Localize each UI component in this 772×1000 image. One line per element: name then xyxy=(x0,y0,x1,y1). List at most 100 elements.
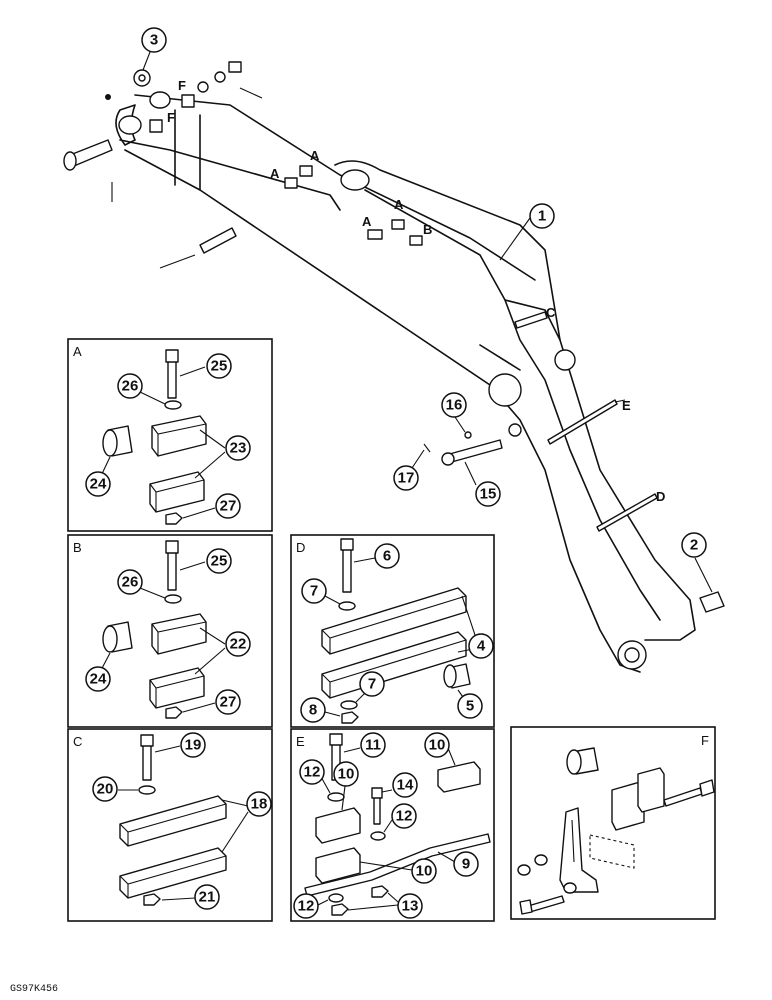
long-block-d-upper-edge xyxy=(321,595,467,654)
leader-d7a xyxy=(324,595,341,605)
clamp-block-lower-b-edge xyxy=(149,675,205,708)
leader-e10c xyxy=(359,861,413,871)
arm-pivot-eye xyxy=(340,169,370,191)
nut-13b xyxy=(371,885,389,898)
clamp-block-upper xyxy=(151,415,207,457)
leader-e9 xyxy=(437,851,456,863)
figure-code: GS97K456 xyxy=(10,984,58,995)
washer-12c xyxy=(328,893,344,903)
leader-2 xyxy=(694,557,713,593)
panel-c-label: C xyxy=(73,734,82,749)
leader-e12b xyxy=(383,819,393,833)
callout-d7b: 7 xyxy=(368,676,376,693)
long-block-upper xyxy=(119,795,227,847)
callout-c21-circle xyxy=(194,884,220,910)
leader-c18 xyxy=(221,799,249,853)
leader-b22 xyxy=(194,627,226,675)
boom-pivot-eye xyxy=(554,349,576,371)
callout-a24: 24 xyxy=(90,476,107,493)
clamp-block-upper-b xyxy=(151,613,207,655)
callout-d7a: 7 xyxy=(310,583,318,600)
callout-d7b-circle xyxy=(359,671,385,697)
leader-a26 xyxy=(139,391,166,405)
washer-3-hole xyxy=(138,74,146,82)
callout-e13-circle xyxy=(397,893,423,919)
leader-17 xyxy=(411,449,425,469)
callout-e10a-circle xyxy=(333,761,359,787)
label-c: C xyxy=(546,305,556,320)
clamp-bar-e xyxy=(547,399,618,445)
clamp-block-f2 xyxy=(149,119,163,133)
leader-e12c xyxy=(317,899,329,906)
callout-d8-circle xyxy=(300,697,326,723)
leader-c19 xyxy=(154,745,181,753)
callout-e10c: 10 xyxy=(416,863,433,880)
nut-27b xyxy=(165,706,183,719)
label-a2: A xyxy=(310,148,320,163)
grease-fitting-16 xyxy=(464,431,472,439)
label-a4: A xyxy=(394,197,404,212)
leader-1 xyxy=(499,217,531,261)
callout-a23: 23 xyxy=(230,440,247,457)
callout-e10c-circle xyxy=(411,858,437,884)
callout-e9: 9 xyxy=(462,856,470,873)
bolt-f-head xyxy=(699,779,715,797)
callout-16-circle xyxy=(441,392,467,418)
leader-c21 xyxy=(161,897,196,901)
long-block-lower xyxy=(119,847,227,899)
callout-b22: 22 xyxy=(230,636,247,653)
bolt-19 xyxy=(140,734,154,781)
callout-c19-circle xyxy=(180,732,206,758)
arm-side-edge xyxy=(174,109,201,191)
long-block-lower-edge xyxy=(119,855,227,898)
clamp-block-a2 xyxy=(299,165,313,177)
clamp-bar-c xyxy=(514,311,548,329)
nut-13a xyxy=(331,903,349,916)
bucket-link-eye xyxy=(149,91,171,109)
callout-e12b: 12 xyxy=(396,808,413,825)
callout-a24-circle xyxy=(85,471,111,497)
boom-cylinder-pivot xyxy=(508,423,522,437)
callout-c20-circle xyxy=(92,776,118,802)
spacer-top xyxy=(197,81,209,93)
callout-d4-circle xyxy=(468,633,494,659)
callout-e12c-circle xyxy=(293,893,319,919)
clamp-block-lower-edge xyxy=(149,479,205,512)
clamp-block-b xyxy=(409,235,423,246)
bolt-6 xyxy=(340,538,354,593)
callout-e12c: 12 xyxy=(298,898,315,915)
washer-26 xyxy=(164,400,182,410)
block-e-top-right xyxy=(437,761,481,793)
panel-d: D xyxy=(290,534,495,728)
callout-e12a: 12 xyxy=(304,764,321,781)
callout-b25-circle xyxy=(206,548,232,574)
callout-2-circle xyxy=(681,532,707,558)
leader-b27 xyxy=(182,702,216,713)
clamp-block-a3 xyxy=(367,229,383,240)
washer-f1 xyxy=(517,864,531,876)
panel-c: C xyxy=(67,728,273,922)
bracket-9 xyxy=(304,833,491,897)
panel-a: A xyxy=(67,338,273,532)
callout-2: 2 xyxy=(690,537,698,554)
boom-bottom xyxy=(489,384,641,673)
clamp-block-lower xyxy=(149,471,205,513)
leader-3 xyxy=(142,51,151,71)
panel-b: B xyxy=(67,534,273,728)
label-a1: A xyxy=(270,166,280,181)
callout-b24: 24 xyxy=(90,671,107,688)
callout-a25: 25 xyxy=(211,358,228,375)
callout-e11-circle xyxy=(360,732,386,758)
boom-top xyxy=(334,160,696,641)
callout-e10a: 10 xyxy=(338,766,355,783)
clamp-block-f1 xyxy=(181,94,195,108)
callout-17-circle xyxy=(393,465,419,491)
leader-d6 xyxy=(353,557,376,563)
panel-e: E xyxy=(290,728,495,922)
label-f1: F xyxy=(178,78,186,93)
panel-f: F xyxy=(510,726,716,920)
callout-e10b-circle xyxy=(424,732,450,758)
boom-assembly xyxy=(63,51,725,673)
arm-top-edge xyxy=(134,94,536,281)
